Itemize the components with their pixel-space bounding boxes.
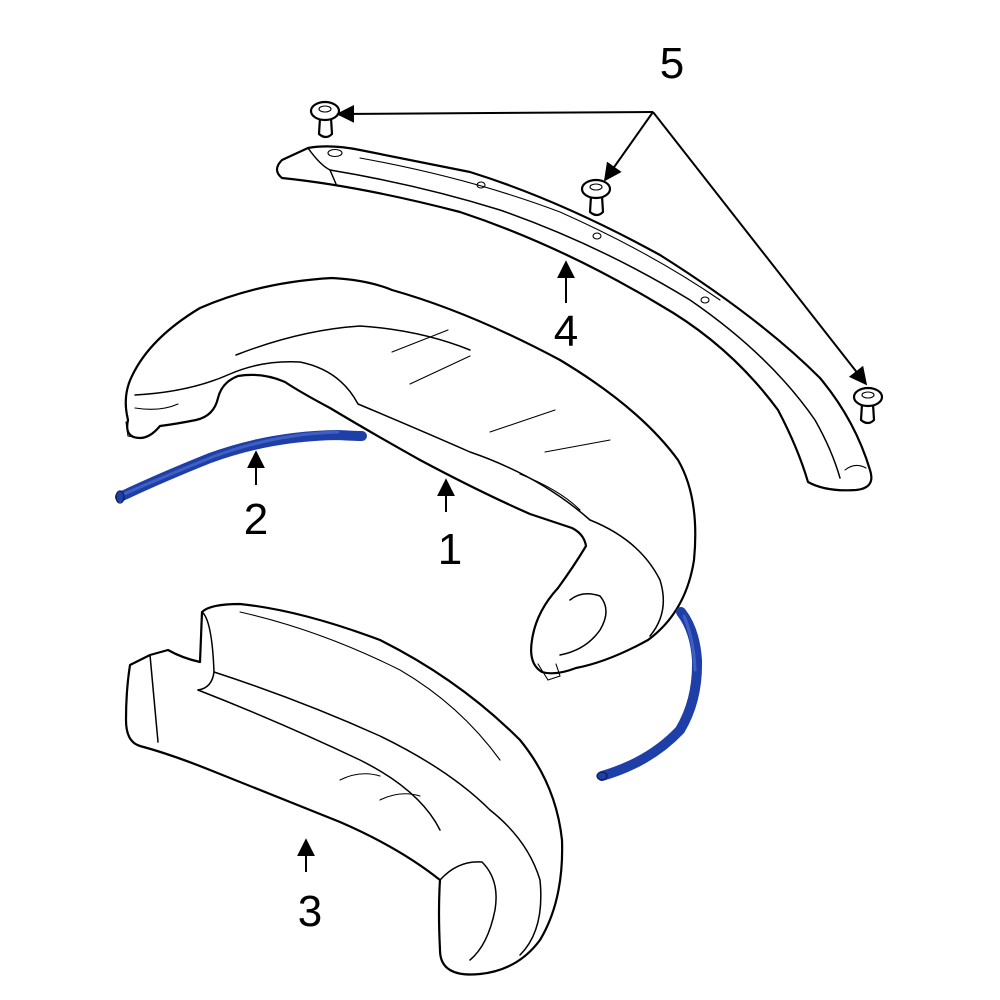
part-5-fastener-b	[580, 178, 612, 217]
callout-1: 1	[438, 525, 462, 574]
part-1-cover	[124, 276, 697, 681]
callout-4: 4	[554, 307, 578, 356]
callout-3: 3	[298, 887, 322, 936]
part-5-fastener-c	[852, 386, 884, 425]
part-3-tray	[124, 602, 564, 976]
callout-2: 2	[244, 495, 268, 544]
part-5-fastener-a	[309, 100, 341, 139]
leader-5	[336, 104, 868, 386]
part-2-weatherstrip-left	[115, 429, 367, 504]
part-2-weatherstrip-right	[596, 607, 703, 781]
callout-5: 5	[660, 39, 684, 88]
part-4-rail	[275, 145, 873, 492]
